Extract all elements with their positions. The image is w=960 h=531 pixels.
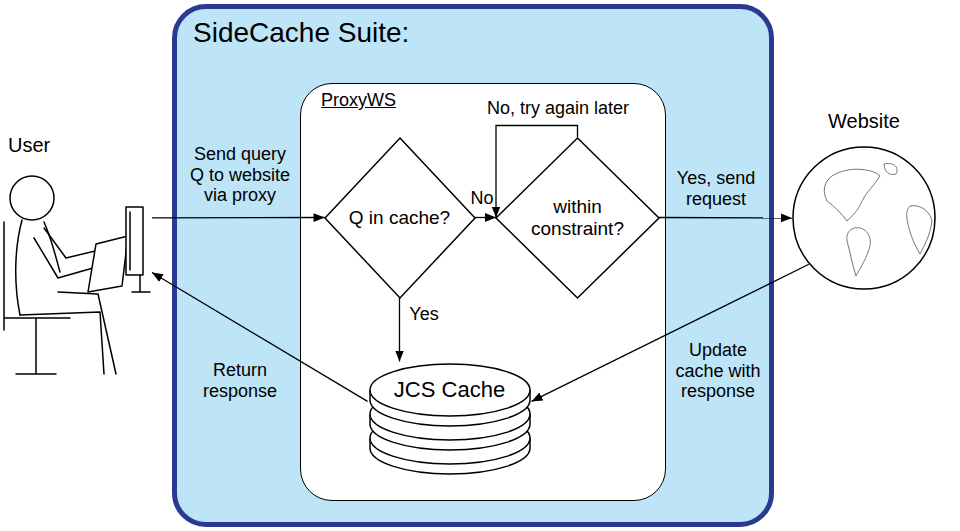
edge-label-holder: Update cache with response	[673, 340, 763, 402]
edge-label-holder: No, try again later	[458, 98, 658, 119]
globe-art	[793, 147, 935, 289]
cache-stack: JCS Cache	[368, 362, 532, 476]
diamond-shape	[325, 138, 475, 298]
user-node: User	[2, 170, 152, 375]
suite-region: SideCache Suite:ProxyWSQ in cache?within…	[172, 4, 774, 527]
node-label: within constraint?	[526, 196, 630, 240]
website-node: Website	[792, 146, 936, 290]
node-label: User	[8, 134, 152, 157]
edge-label: Yes, send request	[666, 168, 766, 209]
group-heading: SideCache Suite:	[193, 17, 753, 49]
continent	[847, 228, 871, 276]
flow-arrow	[496, 126, 578, 218]
edge-label-holder: No	[462, 188, 502, 209]
edge-group	[152, 126, 809, 402]
flow-arrow	[399, 298, 400, 362]
edge-label: No	[462, 188, 502, 209]
flow-arrow	[475, 217, 497, 218]
cache-disk	[370, 364, 530, 426]
disk-top	[370, 364, 530, 416]
edge-label-holder: Send query Q to website via proxy	[187, 144, 293, 206]
edge-label-holder: Yes, send request	[666, 168, 766, 209]
globe-outline	[793, 147, 935, 289]
caption-holder: User	[8, 134, 152, 157]
flow-arrow	[152, 217, 325, 219]
diamond-shape	[496, 138, 659, 298]
chair	[4, 222, 70, 374]
edge-label: Send query Q to website via proxy	[187, 144, 293, 206]
keyboard	[88, 236, 128, 292]
edge-label: Update cache with response	[673, 340, 763, 402]
head	[10, 176, 54, 220]
flow-arrow	[532, 264, 809, 401]
proxy-panel: ProxyWSQ in cache?within constraint?JCS …	[300, 83, 666, 501]
edge-label: Return response	[199, 360, 281, 401]
caption-holder: Website	[792, 110, 936, 133]
decision-diamond: Q in cache?	[325, 138, 475, 298]
monitor-stand	[130, 212, 150, 292]
node-label: Q in cache?	[349, 207, 450, 229]
continent	[907, 206, 932, 254]
monitor	[126, 207, 143, 275]
node-label: Website	[792, 110, 936, 133]
edge-label: No, try again later	[458, 98, 658, 119]
continent	[884, 163, 897, 174]
node-label: JCS Cache	[394, 377, 505, 476]
flow-arrow	[659, 217, 792, 219]
edge-label-holder: Yes	[399, 304, 449, 325]
user-figure-art	[4, 176, 150, 374]
back	[16, 220, 22, 315]
flow-arrow	[152, 273, 368, 402]
continents	[824, 163, 932, 276]
decision-diamond: within constraint?	[496, 138, 659, 298]
legs	[20, 292, 116, 374]
edge-label: Yes	[399, 304, 449, 325]
edge-label-holder: Return response	[199, 360, 281, 401]
continent	[824, 169, 880, 221]
